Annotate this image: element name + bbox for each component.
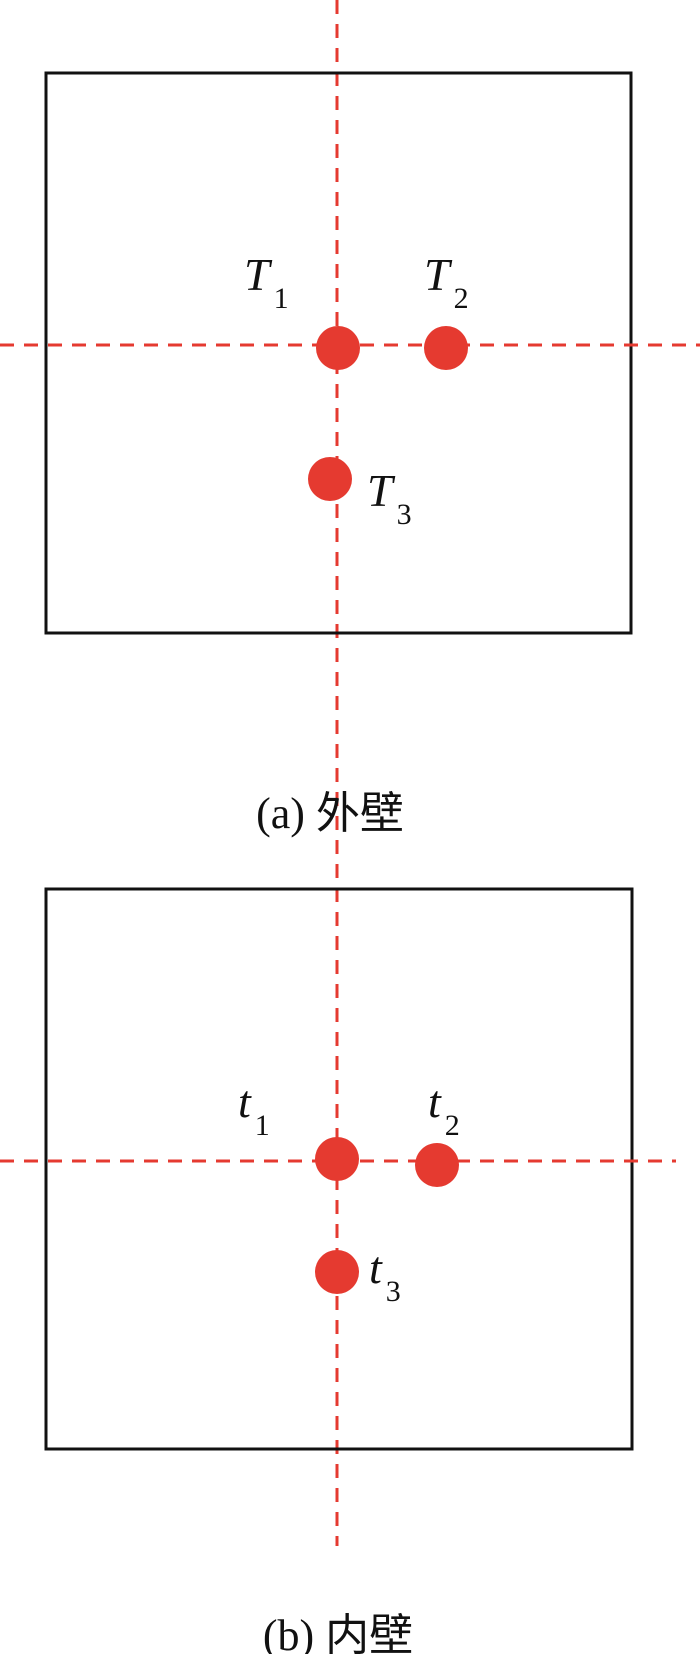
svg-text:T2: T2	[424, 249, 469, 315]
label-t1-sub: 1	[255, 1109, 270, 1142]
label-T3: T	[367, 465, 396, 516]
label-t3-sub: 3	[386, 1275, 401, 1308]
label-t1: t	[238, 1076, 252, 1127]
svg-text:t2: t2	[428, 1076, 460, 1142]
outer-wall-outline	[44, 71, 633, 635]
label-T1-sub: 1	[274, 282, 289, 315]
point-t2	[415, 1143, 459, 1187]
caption-a: (a) 外壁	[256, 789, 404, 838]
label-t3: t	[369, 1242, 383, 1293]
point-T1	[316, 326, 360, 370]
svg-text:T3: T3	[367, 465, 412, 531]
label-T1: T	[244, 249, 273, 300]
point-T2	[424, 326, 468, 370]
point-t1	[315, 1137, 359, 1181]
point-t3	[315, 1250, 359, 1294]
svg-text:T1: T1	[244, 249, 289, 315]
label-T2: T	[424, 249, 453, 300]
svg-text:t1: t1	[238, 1076, 270, 1142]
label-T2-sub: 2	[454, 282, 469, 315]
label-T3-sub: 3	[397, 498, 412, 531]
point-T3	[308, 457, 352, 501]
inner-wall-outline	[44, 887, 634, 1451]
svg-text:t3: t3	[369, 1242, 401, 1308]
label-t2-sub: 2	[445, 1109, 460, 1142]
label-t2: t	[428, 1076, 442, 1127]
caption-b: (b) 内壁	[263, 1611, 413, 1654]
